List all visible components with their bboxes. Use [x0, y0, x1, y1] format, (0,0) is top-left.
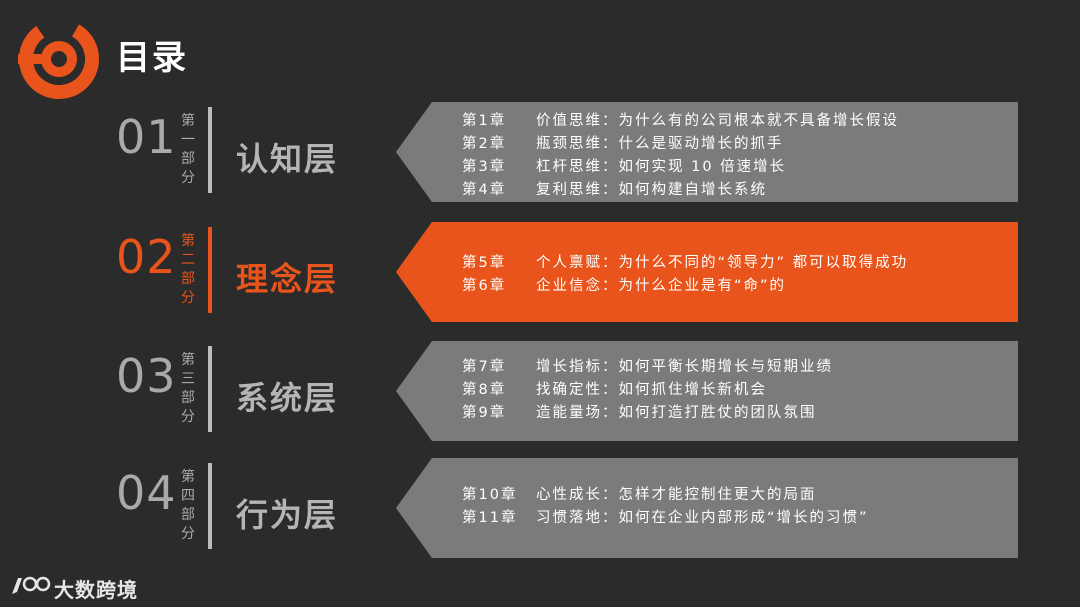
chapter-panel [396, 102, 1018, 202]
vertical-divider [208, 463, 212, 549]
brand-name: 大数跨境 [54, 578, 138, 602]
chapter-list: 第10章心性成长：怎样才能控制住更大的局面 第11章习惯落地：如何在企业内部形成… [462, 484, 1022, 530]
chapter-item: 第4章复利思维：如何构建自增长系统 [462, 182, 767, 198]
vertical-divider [208, 346, 212, 432]
chapter-item: 第7章增长指标：如何平衡长期增长与短期业绩 [462, 359, 833, 375]
vertical-divider [208, 227, 212, 313]
chapter-panel [396, 341, 1018, 441]
layer-title: 理念层 [236, 260, 339, 298]
part-label: 第一部分 [181, 113, 195, 186]
part-label: 第四部分 [181, 469, 195, 542]
layer-title: 认知层 [236, 140, 339, 178]
chapter-panel [396, 222, 1018, 322]
chapter-item: 第5章个人禀赋：为什么不同的“领导力” 都可以取得成功 [462, 255, 909, 271]
brand-logo-icon [12, 576, 51, 594]
chapter-list: 第5章个人禀赋：为什么不同的“领导力” 都可以取得成功 第6章企业信念：为什么企… [462, 252, 1022, 298]
chapter-item: 第8章找确定性：如何抓住增长新机会 [462, 382, 767, 398]
section-number: 02 [116, 230, 177, 284]
section-2: 02 第二部分 理念层 第5章个人禀赋：为什么不同的“领导力” 都可以取得成功 … [0, 222, 1080, 332]
chapter-list: 第7章增长指标：如何平衡长期增长与短期业绩 第8章找确定性：如何抓住增长新机会 … [462, 356, 1022, 425]
chapter-item: 第11章习惯落地：如何在企业内部形成“增长的习惯” [462, 510, 869, 526]
part-label: 第三部分 [181, 352, 195, 425]
chapter-item: 第6章企业信念：为什么企业是有“命”的 [462, 278, 787, 294]
layer-title: 行为层 [236, 496, 339, 534]
chapter-item: 第3章杠杆思维：如何实现 10 倍速增长 [462, 159, 787, 175]
chapter-item: 第10章心性成长：怎样才能控制住更大的局面 [462, 487, 817, 503]
chapter-panel [396, 458, 1018, 558]
section-number: 01 [116, 110, 177, 164]
vertical-divider [208, 107, 212, 193]
section-number: 04 [116, 466, 177, 520]
section-3: 03 第三部分 系统层 第7章增长指标：如何平衡长期增长与短期业绩 第8章找确定… [0, 341, 1080, 451]
section-1: 01 第一部分 认知层 第1章价值思维：为什么有的公司根本就不具备增长假设 第2… [0, 102, 1080, 212]
section-4: 04 第四部分 行为层 第10章心性成长：怎样才能控制住更大的局面 第11章习惯… [0, 458, 1080, 568]
chapter-list: 第1章价值思维：为什么有的公司根本就不具备增长假设 第2章瓶颈思维：什么是驱动增… [462, 110, 1022, 202]
chapter-item: 第2章瓶颈思维：什么是驱动增长的抓手 [462, 136, 784, 152]
chapter-item: 第1章价值思维：为什么有的公司根本就不具备增长假设 [462, 113, 899, 129]
part-label: 第二部分 [181, 233, 195, 306]
section-number: 03 [116, 349, 177, 403]
title-logo-icon [18, 19, 99, 99]
page-title: 目录 [116, 38, 188, 78]
layer-title: 系统层 [236, 379, 339, 417]
chapter-item: 第9章造能量场：如何打造打胜仗的团队氛围 [462, 405, 817, 421]
